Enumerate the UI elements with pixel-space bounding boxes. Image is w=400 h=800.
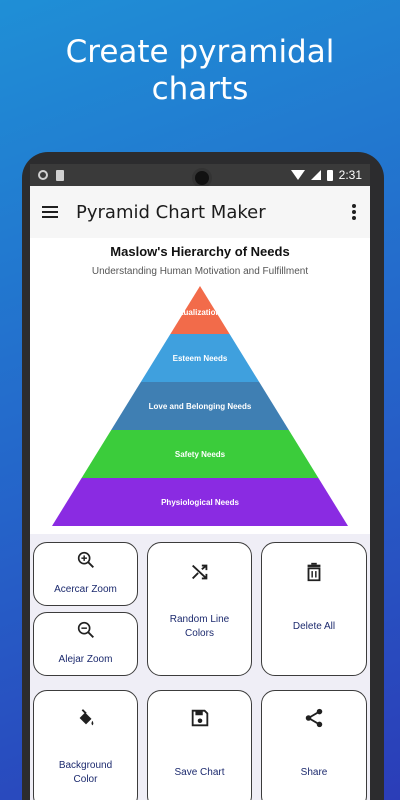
chart-subtitle: Understanding Human Motivation and Fulfi… xyxy=(91,266,309,277)
delete-all-button[interactable]: Delete All xyxy=(261,542,367,676)
random-line-colors-label-1: Random Line xyxy=(169,614,230,625)
background-color-label-1: Background xyxy=(58,760,113,771)
save-chart-label: Save Chart xyxy=(174,767,225,778)
share-label: Share xyxy=(300,767,328,778)
shuffle-icon xyxy=(191,564,207,580)
cell-signal-icon xyxy=(310,170,321,180)
pyramid-level-label-3: Love and Belonging Needs xyxy=(149,402,252,411)
action-panel: Acercar Zoom Alejar Zoom Random Line Col… xyxy=(30,534,370,800)
hamburger-menu-icon[interactable] xyxy=(42,206,58,218)
random-line-colors-label-2: Colors xyxy=(185,628,214,639)
save-chart-button[interactable]: Save Chart xyxy=(147,690,252,800)
battery-icon xyxy=(326,169,333,181)
wifi-icon xyxy=(290,170,305,180)
chart-title: Maslow's Hierarchy of Needs xyxy=(110,244,290,259)
background-color-label-2: Color xyxy=(73,774,98,785)
promo-headline-line2: charts xyxy=(151,71,249,107)
zoom-out-button[interactable]: Alejar Zoom xyxy=(33,612,138,676)
app-screen: 2:31 Pyramid Chart Maker Maslow's Hierar… xyxy=(30,164,370,800)
zoom-in-button[interactable]: Acercar Zoom xyxy=(33,542,138,606)
zoom-in-icon xyxy=(77,551,94,568)
status-time: 2:31 xyxy=(338,168,362,182)
pyramid-level-label-5: Physiological Needs xyxy=(161,498,239,507)
overflow-menu-icon[interactable] xyxy=(352,204,356,220)
sim-card-icon xyxy=(56,169,64,181)
pyramid-level-label-4: Safety Needs xyxy=(175,450,226,459)
pyramid-level-label-1: Self-Actualization Needs xyxy=(153,308,247,317)
zoom-out-label: Alejar Zoom xyxy=(58,654,113,665)
share-icon xyxy=(305,708,323,728)
background-color-button[interactable]: Background Color xyxy=(33,690,138,800)
random-line-colors-button[interactable]: Random Line Colors xyxy=(147,542,252,676)
pyramid-level-3 xyxy=(111,382,289,430)
app-bar: Pyramid Chart Maker xyxy=(30,186,370,238)
pyramid-level-4 xyxy=(81,430,319,478)
share-button[interactable]: Share xyxy=(261,690,367,800)
app-title: Pyramid Chart Maker xyxy=(76,201,266,223)
trash-icon xyxy=(307,562,321,582)
promo-headline: Create pyramidal charts xyxy=(0,34,400,108)
pyramid-level-5 xyxy=(52,478,348,526)
zoom-in-label: Acercar Zoom xyxy=(54,584,117,595)
delete-all-label: Delete All xyxy=(292,621,336,632)
front-camera-icon xyxy=(192,168,212,188)
notification-dot-icon xyxy=(38,170,48,180)
status-bar: 2:31 xyxy=(30,164,370,188)
pyramid-level-1 xyxy=(170,286,230,334)
pyramid-level-label-2: Esteem Needs xyxy=(173,354,228,363)
paint-bucket-icon xyxy=(79,709,93,726)
zoom-out-icon xyxy=(77,621,94,638)
promo-headline-line1: Create pyramidal xyxy=(65,34,335,70)
pyramid-chart: Maslow's Hierarchy of Needs Understandin… xyxy=(30,238,370,534)
save-icon xyxy=(191,709,208,727)
pyramid-level-2 xyxy=(140,334,260,382)
